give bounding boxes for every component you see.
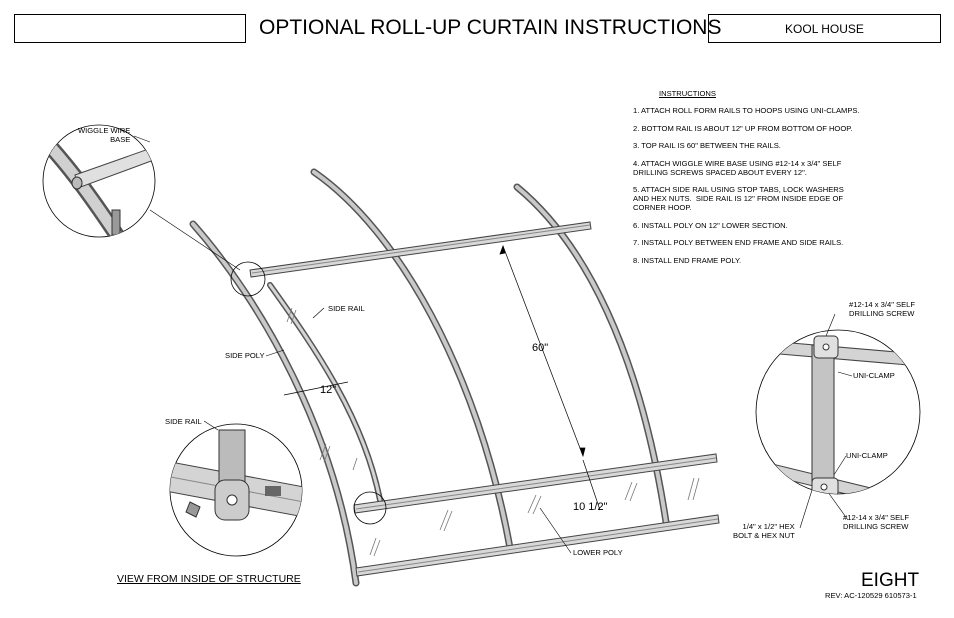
detail-right	[756, 335, 920, 494]
header-blank-box	[14, 14, 246, 43]
corner-hoop	[189, 220, 360, 587]
brand-name: KOOL HOUSE	[785, 21, 864, 36]
label-wiggle-wire-base: WIGGLE WIRE BASE	[78, 126, 131, 144]
label-hex-bolt: 1/4" x 1/2" HEX BOLT & HEX NUT	[733, 522, 795, 540]
rails	[249, 221, 720, 577]
hoops	[189, 168, 670, 587]
page-title: OPTIONAL ROLL-UP CURTAIN INSTRUCTIONS	[259, 16, 722, 39]
instruction-step: 7. INSTALL POLY BETWEEN END FRAME AND SI…	[633, 238, 844, 247]
instruction-step: 1. ATTACH ROLL FORM RAILS TO HOOPS USING…	[633, 106, 860, 115]
dimension-60: 60"	[532, 342, 549, 354]
instruction-step: 3. TOP RAIL IS 60" BETWEEN THE RAILS.	[633, 141, 781, 150]
instruction-step: 5. ATTACH SIDE RAIL USING STOP TABS, LOC…	[633, 185, 844, 212]
label-uni-clamp-bottom: UNI-CLAMP	[846, 451, 888, 460]
instructions-heading: INSTRUCTIONS	[659, 89, 716, 98]
revision-number: REV: AC-120529 610573-1	[825, 591, 917, 600]
instruction-step: 4. ATTACH WIGGLE WIRE BASE USING #12-14 …	[633, 158, 842, 177]
instructions-list: 1. ATTACH ROLL FORM RAILS TO HOOPS USING…	[633, 106, 933, 265]
poly-hatching	[286, 307, 700, 557]
dimension-10-half: 10 1/2"	[573, 501, 608, 513]
page-number: EIGHT	[861, 570, 920, 591]
label-side-rail: SIDE RAIL	[328, 304, 365, 313]
instructions-block: INSTRUCTIONS 1. ATTACH ROLL FORM RAILS T…	[633, 89, 933, 273]
detail-bottom-left	[170, 429, 302, 521]
detail-top-left	[43, 125, 155, 237]
label-side-rail-detail: SIDE RAIL	[165, 417, 202, 426]
brand-box: KOOL HOUSE	[708, 14, 941, 43]
label-uni-clamp-top: UNI-CLAMP	[853, 371, 895, 380]
label-lower-poly: LOWER POLY	[573, 548, 623, 557]
label-screw-bottom: #12-14 x 3/4" SELF DRILLING SCREW	[843, 513, 910, 531]
label-side-poly: SIDE POLY	[225, 351, 265, 360]
instruction-step: 6. INSTALL POLY ON 12" LOWER SECTION.	[633, 220, 788, 230]
instruction-step: 8. INSTALL END FRAME POLY.	[633, 255, 742, 265]
label-screw-top: #12-14 x 3/4" SELF DRILLING SCREW	[849, 300, 916, 318]
instruction-step: 2. BOTTOM RAIL IS ABOUT 12" UP FROM BOTT…	[633, 123, 853, 133]
dimension-lines	[283, 244, 601, 511]
dimension-12: 12"	[320, 384, 337, 396]
view-caption: VIEW FROM INSIDE OF STRUCTURE	[117, 573, 301, 585]
